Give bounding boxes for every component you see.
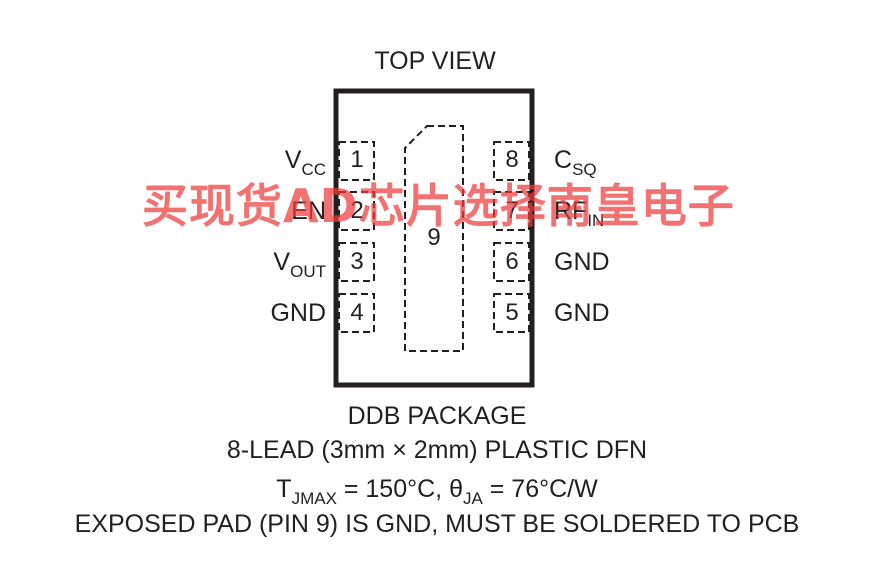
pin-number-4: 4: [350, 299, 364, 326]
pin-name-vcc: VCC: [284, 146, 326, 179]
pad-8: [493, 141, 530, 181]
pad-4: [338, 293, 375, 333]
exposed-pad-note: EXPOSED PAD (PIN 9) IS GND, MUST BE SOLD…: [74, 510, 800, 538]
package-outline: [333, 88, 535, 388]
pad-5: [493, 293, 530, 333]
pad-3: [338, 242, 375, 282]
pin-number-2: 2: [350, 197, 364, 224]
pin-number-7: 7: [505, 197, 519, 224]
pin-number-9: 9: [427, 224, 441, 251]
pin-number-3: 3: [350, 248, 364, 275]
exposed-pad: [404, 125, 464, 352]
pin-number-5: 5: [505, 299, 519, 326]
pin-number-6: 6: [505, 248, 519, 275]
package-name: DDB PACKAGE: [347, 402, 527, 430]
pin-name-gnd-6: GND: [554, 248, 610, 276]
thermal-spec: TJMAX = 150°C, θJA = 76°C/W: [276, 475, 598, 508]
pad-1: [338, 141, 375, 181]
pad-2: [338, 191, 375, 231]
top-view-label: TOP VIEW: [374, 47, 496, 75]
pin-name-rfin: RFIN: [554, 197, 605, 230]
package-description: 8-LEAD (3mm × 2mm) PLASTIC DFN: [226, 436, 648, 464]
pin-name-gnd-5: GND: [554, 299, 610, 327]
pad-6: [493, 242, 530, 282]
pin-number-8: 8: [505, 146, 519, 173]
watermark-text: 买现货AD芯片选择南皇电子: [142, 179, 735, 233]
pad-7: [493, 191, 530, 231]
pin-name-en: EN: [291, 197, 326, 225]
pin-number-1: 1: [350, 146, 364, 173]
pin-name-vout: VOUT: [273, 248, 326, 281]
pin-name-csq: CSQ: [554, 146, 597, 179]
pin-name-gnd-left: GND: [270, 299, 326, 327]
